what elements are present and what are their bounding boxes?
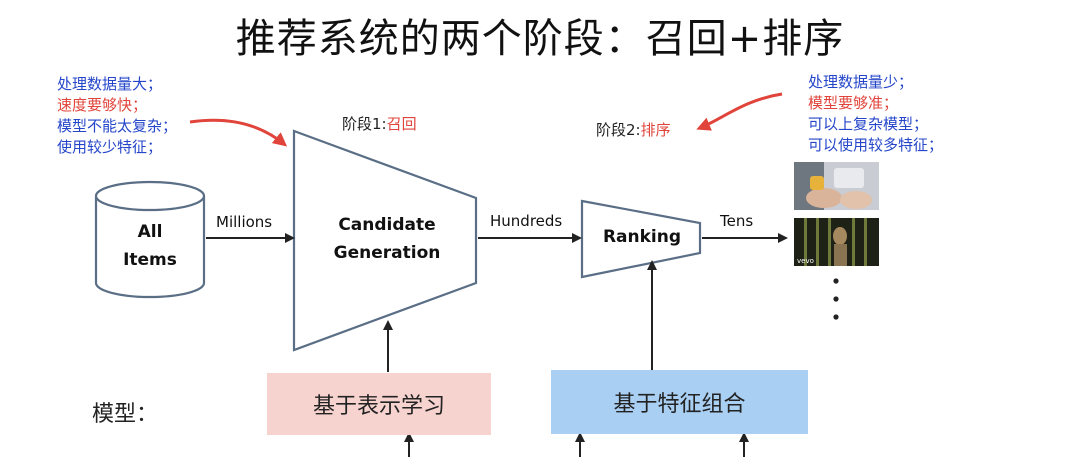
candidate-line2: Generation bbox=[333, 243, 441, 263]
video-watermark: vevo bbox=[797, 257, 814, 265]
more-results-dot bbox=[833, 314, 839, 320]
stage1-name: 召回 bbox=[386, 115, 417, 133]
recall-note-arrow bbox=[189, 118, 288, 147]
result-thumbnail-video: vevo bbox=[794, 218, 879, 266]
note-line: 模型要够准； bbox=[808, 94, 899, 112]
all-items-line2: Items bbox=[123, 250, 177, 270]
all-items-database bbox=[94, 180, 206, 299]
more-results-dot bbox=[833, 278, 839, 284]
recall-requirements-note: 处理数据量大； 速度要够快； 模型不能太复杂； 使用较少特征； bbox=[57, 74, 177, 158]
feature-combination-box: 基于特征组合 bbox=[551, 370, 808, 434]
more-results-dot bbox=[833, 296, 839, 302]
stage2-label: 阶段2:排序 bbox=[596, 119, 671, 140]
stage2-prefix: 阶段2: bbox=[596, 121, 641, 139]
feature-combination-label: 基于特征组合 bbox=[613, 392, 746, 417]
representation-learning-label: 基于表示学习 bbox=[312, 394, 445, 419]
representation-learning-box: 基于表示学习 bbox=[267, 373, 491, 435]
result-thumbnail-phone bbox=[794, 162, 879, 210]
ranking-note-arrow bbox=[696, 92, 783, 131]
page-title: 推荐系统的两个阶段：召回+排序 bbox=[235, 16, 845, 62]
note-line: 处理数据量少； bbox=[808, 73, 914, 91]
note-line: 使用较少特征； bbox=[57, 138, 163, 156]
model-row-label: 模型： bbox=[92, 402, 159, 427]
ranking-funnel bbox=[580, 199, 702, 279]
note-line: 可以上复杂模型； bbox=[808, 115, 929, 133]
candidate-generation-funnel bbox=[292, 129, 478, 352]
note-line: 模型不能太复杂； bbox=[57, 117, 178, 135]
stage2-name: 排序 bbox=[640, 121, 671, 139]
ranking-requirements-note: 处理数据量少； 模型要够准； 可以上复杂模型； 可以使用较多特征； bbox=[808, 72, 943, 156]
all-items-label: All Items bbox=[96, 218, 204, 274]
note-line: 处理数据量大； bbox=[57, 75, 163, 93]
ranking-label: Ranking bbox=[602, 227, 682, 247]
all-items-line1: All bbox=[137, 222, 163, 242]
hundreds-label: Hundreds bbox=[490, 212, 563, 230]
tens-label: Tens bbox=[720, 212, 754, 230]
stage1-label: 阶段1:召回 bbox=[342, 113, 417, 134]
millions-label: Millions bbox=[216, 213, 273, 231]
stage1-prefix: 阶段1: bbox=[342, 115, 387, 133]
candidate-line1: Candidate bbox=[338, 215, 436, 235]
note-line: 速度要够快； bbox=[57, 96, 148, 114]
candidate-generation-label: Candidate Generation bbox=[310, 211, 464, 267]
note-line: 可以使用较多特征； bbox=[808, 136, 944, 154]
